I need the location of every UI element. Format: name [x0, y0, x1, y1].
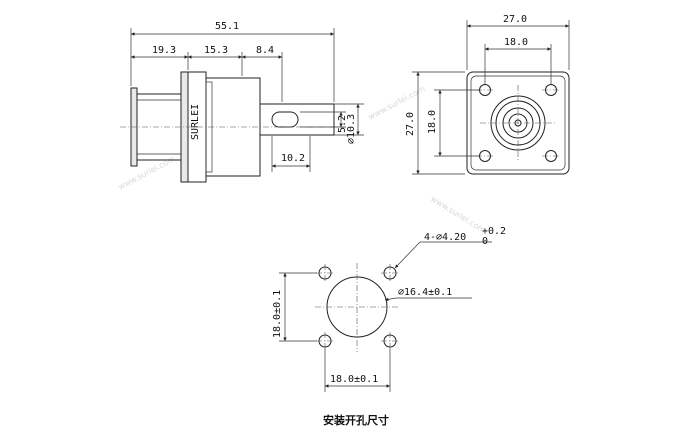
- dim-mid-length: 15.3: [204, 45, 228, 56]
- dim-pin-diameter: ⌀10.3: [346, 114, 357, 144]
- dim-slot-width: 5.2: [337, 115, 348, 133]
- dim-cutout-height: 18.0±0.1: [272, 290, 283, 338]
- pin-slot: [271, 111, 299, 128]
- watermark: www.surlei.com: [429, 194, 487, 235]
- square-flange: [466, 71, 570, 175]
- dim-hole-diameter: 4-⌀4.20: [424, 232, 466, 243]
- pin: [259, 103, 335, 136]
- dim-hole-spacing-x: 18.0: [504, 37, 528, 48]
- dim-hole-spacing-y: 18.0: [427, 110, 438, 134]
- dim-flange-width: 27.0: [503, 14, 527, 25]
- dim-flange-height: 27.0: [405, 112, 416, 136]
- dim-hole-tol-lower: 0: [482, 236, 488, 247]
- dim-cutout-width: 18.0±0.1: [330, 374, 378, 385]
- cutout-view: 4-⌀4.20 +0.2 0 ⌀16.4±0.1 18.0±0.1 18.0±0…: [272, 226, 506, 427]
- front-view: 27.0 18.0 27.0 18.0: [405, 14, 570, 175]
- dim-overall-length: 55.1: [215, 21, 239, 32]
- dim-left-length: 19.3: [152, 45, 176, 56]
- brand-mark: SURLEI: [190, 104, 201, 140]
- dim-bore-diameter: ⌀16.4±0.1: [398, 287, 452, 298]
- dim-right-length: 8.4: [256, 45, 274, 56]
- dim-hole-tol-upper: +0.2: [482, 226, 506, 237]
- dim-slot-length: 10.2: [281, 153, 305, 164]
- side-view: SURLEI 55.1 19.3 15.3 8.4 10.2 ⌀10.3: [120, 21, 364, 183]
- cutout-caption: 安装开孔尺寸: [323, 413, 389, 427]
